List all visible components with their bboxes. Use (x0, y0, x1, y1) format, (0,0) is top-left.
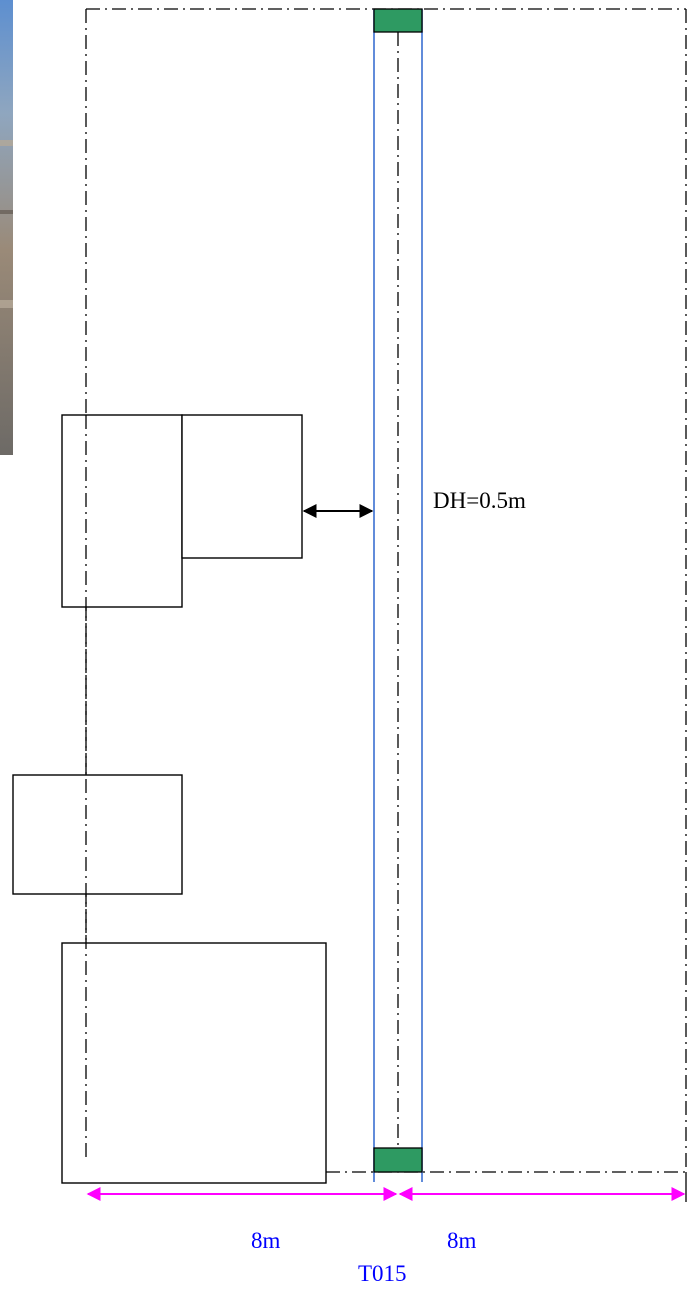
section-id-label: T015 (358, 1261, 407, 1286)
left-width-label: 8m (251, 1228, 281, 1253)
building-3 (12, 774, 183, 895)
right-width-label: 8m (447, 1228, 477, 1253)
building-4 (61, 942, 327, 1184)
end-marker (373, 1147, 423, 1173)
offset-label: DH=0.5m (433, 488, 526, 513)
background-photo-fragment (0, 0, 13, 455)
photo-detail-2 (0, 210, 13, 214)
start-marker (373, 8, 423, 33)
buildings (12, 414, 327, 1184)
building-2 (181, 414, 303, 559)
road-strip (373, 8, 423, 1182)
building-1 (61, 414, 183, 608)
photo-detail-3 (0, 300, 13, 308)
photo-detail-1 (0, 140, 13, 146)
photo-strip (0, 0, 13, 455)
